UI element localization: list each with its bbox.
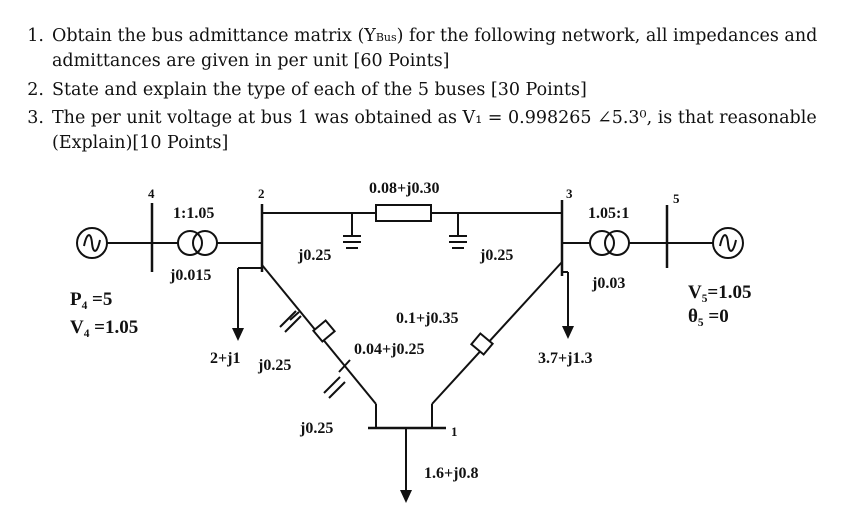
question-2-number: 2. <box>27 80 44 100</box>
question-3-line-1: The per unit voltage at bus 1 was obtain… <box>52 108 817 128</box>
load-1-label: 1.6+j0.8 <box>424 465 478 482</box>
question-1-text-a: Obtain the bus admittance matrix (Y <box>52 26 376 46</box>
line-1-2-shunt-bottom-plate-1 <box>323 376 341 394</box>
line-1-2-shunt-top-plate-1 <box>279 310 297 328</box>
line-2-3-impedance-label: 0.08+j0.30 <box>369 180 439 197</box>
line-2-3-shunt-left-label: j0.25 <box>297 247 331 264</box>
bus-4-label: 4 <box>148 186 155 201</box>
line-1-2-impedance-box <box>311 319 337 343</box>
t1-reactance-label: j0.015 <box>169 267 211 284</box>
t1-ratio-label: 1:1.05 <box>173 205 214 222</box>
line-1-3-impedance-label: 0.1+j0.35 <box>396 310 458 327</box>
gen-4-p-label: P₄ =5 <box>70 289 112 310</box>
transformer-1-secondary-icon <box>192 230 218 256</box>
line-1-2-shunt-top-lead <box>289 311 300 321</box>
question-1-line-2: admittances are given in per unit [60 Po… <box>52 51 450 71</box>
question-3-line-2: (Explain)[10 Points] <box>52 133 229 153</box>
gen-5-theta-label: θ₅ =0 <box>688 306 729 327</box>
line-1-2-shunt-bottom-plate-2 <box>328 381 346 399</box>
t2-reactance-label: j0.03 <box>591 275 625 292</box>
gen-5-v-label: V₅=1.05 <box>688 282 752 303</box>
line-1-2-impedance-label: 0.04+j0.25 <box>354 341 424 358</box>
line-1-2-shunt-bottom-lead <box>338 359 351 373</box>
transformer-2-secondary-icon <box>604 230 630 256</box>
question-2-line-1: State and explain the type of each of th… <box>52 80 587 100</box>
question-1-subscript: Bus <box>375 31 397 44</box>
line-2-3-shunt-right-label: j0.25 <box>479 247 513 264</box>
line-1-3 <box>431 261 563 405</box>
bus-3-label: 3 <box>566 186 573 201</box>
line-1-2-shunt-bottom-label: j0.25 <box>299 420 333 437</box>
t2-ratio-label: 1.05:1 <box>588 205 629 222</box>
gen-4-v-label: V₄ =1.05 <box>70 317 138 338</box>
load-1-arrow-icon <box>400 490 412 503</box>
question-1-line-1: Obtain the bus admittance matrix (YBus) … <box>52 24 817 50</box>
bus-2-label: 2 <box>258 186 265 201</box>
load-2-label: 2+j1 <box>210 350 240 367</box>
question-3-number: 3. <box>27 108 44 128</box>
transformer-1-primary-icon <box>177 230 203 256</box>
bus-5-label: 5 <box>673 191 680 206</box>
generator-5-icon <box>712 227 744 259</box>
line-1-2-shunt-top-label: j0.25 <box>257 357 291 374</box>
generator-4-sine-icon <box>83 234 101 252</box>
question-1-text-b: ) for the following network, all impedan… <box>396 26 818 46</box>
question-1-number: 1. <box>27 26 44 46</box>
bus-1-label: 1 <box>451 424 458 439</box>
transformer-2-primary-icon <box>589 230 615 256</box>
line-2-3-impedance-box <box>375 204 432 222</box>
line-1-3-impedance-box <box>469 332 495 356</box>
line-1-2-shunt-top-plate-2 <box>284 315 302 333</box>
load-3-label: 3.7+j1.3 <box>538 350 592 367</box>
load-3-arrow-icon <box>562 326 574 339</box>
generator-5-sine-icon <box>719 234 737 252</box>
load-2-arrow-icon <box>232 328 244 341</box>
